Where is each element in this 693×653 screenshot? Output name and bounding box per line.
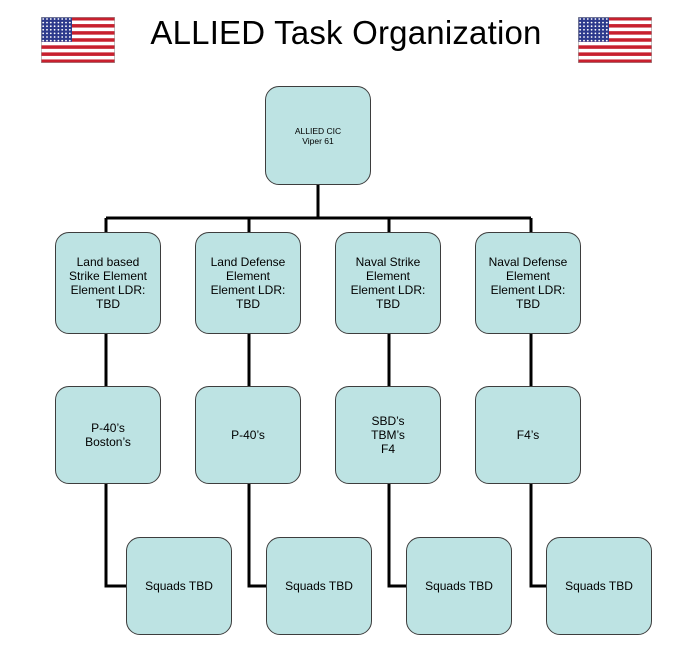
us-flag-icon xyxy=(578,17,652,63)
us-flag-icon xyxy=(41,17,115,63)
aircraft-squad-connector-2 xyxy=(247,484,266,588)
aircraft-node-label: P-40’s xyxy=(231,428,265,442)
element-node-label: Land Defense Element Element LDR: TBD xyxy=(210,255,286,311)
element-node-3: Naval Strike Element Element LDR: TBD xyxy=(335,232,441,334)
squads-node-label: Squads TBD xyxy=(285,579,353,593)
element-node-1: Land based Strike Element Element LDR: T… xyxy=(55,232,161,334)
squads-node-3: Squads TBD xyxy=(406,537,512,635)
aircraft-node-4: F4’s xyxy=(475,386,581,484)
root-node: ALLIED CIC Viper 61 xyxy=(265,86,371,185)
element-node-label: Naval Defense Element Element LDR: TBD xyxy=(488,255,568,311)
aircraft-node-label: P-40’s Boston’s xyxy=(85,421,131,449)
squads-node-2: Squads TBD xyxy=(266,537,372,635)
aircraft-node-1: P-40’s Boston’s xyxy=(55,386,161,484)
element-node-4: Naval Defense Element Element LDR: TBD xyxy=(475,232,581,334)
aircraft-node-label: F4’s xyxy=(516,428,540,442)
squads-node-label: Squads TBD xyxy=(565,579,633,593)
aircraft-squad-connector-3 xyxy=(387,484,406,588)
element-node-2: Land Defense Element Element LDR: TBD xyxy=(195,232,301,334)
page-title: ALLIED Task Organization xyxy=(150,14,542,51)
aircraft-node-2: P-40’s xyxy=(195,386,301,484)
aircraft-squad-connector-1 xyxy=(104,484,126,588)
root-node-label: ALLIED CIC Viper 61 xyxy=(294,125,342,146)
aircraft-squad-connector-4 xyxy=(529,484,546,588)
element-node-label: Land based Strike Element Element LDR: T… xyxy=(68,255,148,311)
squads-node-label: Squads TBD xyxy=(425,579,493,593)
aircraft-node-label: SBD’s TBM’s F4 xyxy=(371,414,405,456)
squads-node-4: Squads TBD xyxy=(546,537,652,635)
squads-node-1: Squads TBD xyxy=(126,537,232,635)
element-node-label: Naval Strike Element Element LDR: TBD xyxy=(350,255,426,311)
squads-node-label: Squads TBD xyxy=(145,579,213,593)
aircraft-node-3: SBD’s TBM’s F4 xyxy=(335,386,441,484)
